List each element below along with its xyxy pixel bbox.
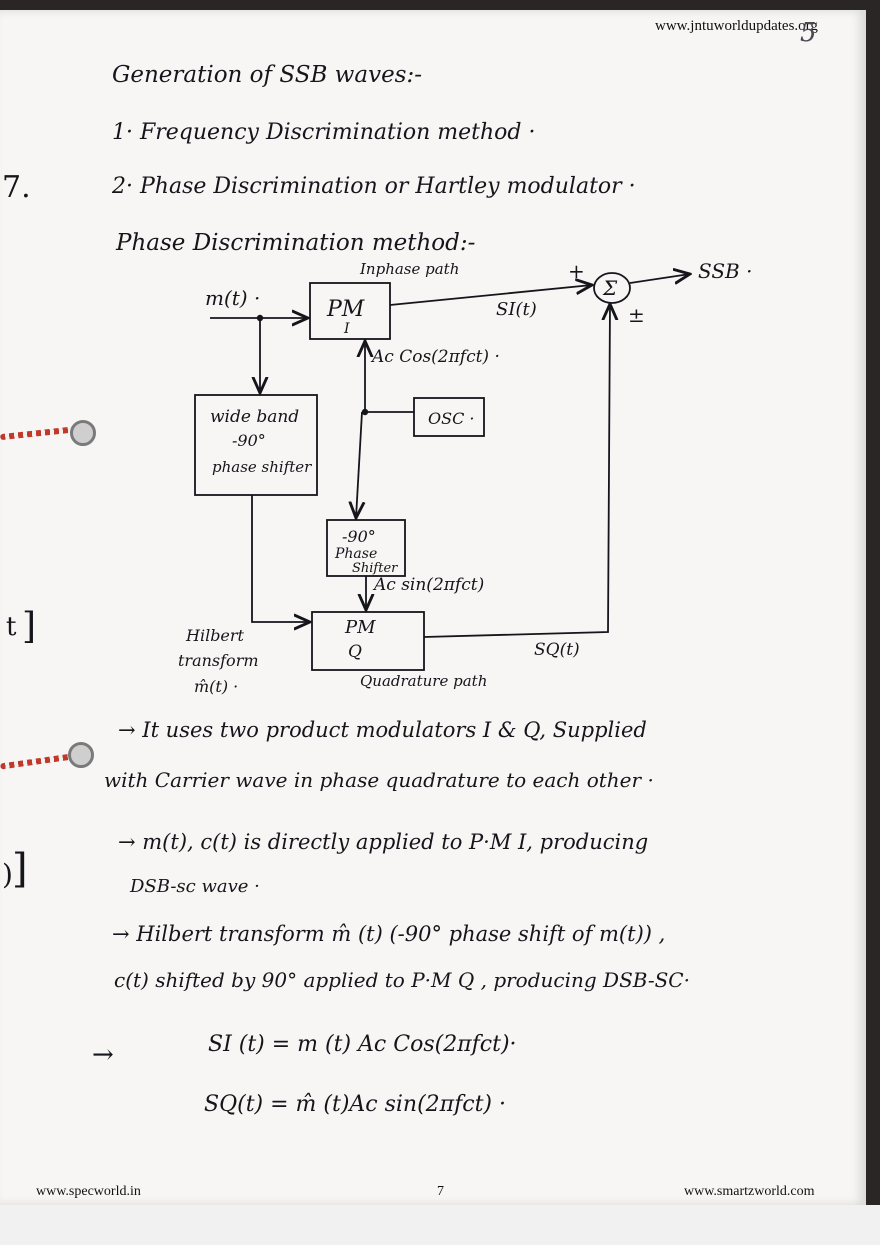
hilbert-line	[251, 495, 310, 622]
ssb-output-line	[629, 274, 690, 283]
pm-i-title: PM	[326, 297, 365, 322]
hilbert-line2: transform	[178, 651, 259, 670]
equation-arrow: →	[92, 1040, 114, 1070]
page-title: Generation of SSB waves:-	[112, 62, 423, 88]
shifter-line3: Shifter	[352, 561, 398, 576]
binder-ring-bottom	[68, 742, 94, 768]
page-bottom-band	[0, 1205, 880, 1245]
ssb-output-label: SSB ·	[698, 259, 752, 283]
margin-t: t	[6, 612, 17, 642]
method-1: 1· Frequency Discrimination method ·	[112, 120, 536, 145]
wideband-line3: phase shifter	[212, 458, 312, 476]
equation-si: SI (t) = m (t) Ac Cos(2πfct)·	[208, 1032, 517, 1057]
note-2-cont: DSB-sc wave ·	[130, 876, 260, 897]
carrier-down	[356, 411, 362, 518]
input-node	[256, 314, 264, 322]
corner-mark: 5	[800, 18, 817, 48]
si-label: SI(t)	[496, 299, 537, 320]
summer-symbol: Σ	[602, 276, 618, 300]
margin-bracket-2: ]	[12, 846, 28, 892]
ssb-block-diagram: Inphase path m(t) · PM I SI(t) Σ + ± SSB…	[178, 259, 752, 696]
note-3-cont: c(t) shifted by 90° applied to P·M Q , p…	[114, 968, 690, 992]
carrier-node	[361, 408, 369, 416]
quadrature-path-label: Quadrature path	[360, 672, 487, 690]
method-2: 2· Phase Discrimination or Hartley modul…	[112, 174, 636, 199]
header-site: www.jntuworldupdates.org	[655, 18, 818, 34]
footer-left-site: www.specworld.in	[36, 1184, 141, 1199]
hilbert-line3: m̂(t) ·	[194, 677, 238, 696]
shifter-line1: -90°	[342, 527, 376, 546]
margin-bracket-1: ]	[22, 606, 37, 647]
plus-top: +	[568, 259, 585, 283]
hilbert-line1: Hilbert	[185, 626, 245, 645]
pm-q-title: PM	[344, 617, 376, 638]
note-1-cont: with Carrier wave in phase quadrature to…	[104, 768, 654, 792]
sq-label: SQ(t)	[534, 640, 580, 660]
sq-line	[423, 304, 610, 638]
binder-ring-top	[70, 420, 96, 446]
pm-i-sub: I	[343, 321, 350, 337]
si-line	[389, 285, 592, 306]
shifter-line2: Phase	[334, 546, 377, 562]
wideband-line1: wide band	[210, 407, 299, 427]
carrier-cos-label: Ac Cos(2πfct) ·	[370, 347, 500, 367]
pm-i-box	[309, 282, 391, 340]
margin-number: 7.	[2, 170, 31, 205]
plus-minus: ±	[628, 303, 645, 327]
inphase-path-label: Inphase path	[359, 260, 459, 278]
input-label: m(t) ·	[205, 286, 260, 310]
equation-sq: SQ(t) = m̂ (t)Ac sin(2πfct) ·	[204, 1092, 507, 1117]
wideband-line2: -90°	[232, 431, 266, 450]
section-heading: Phase Discrimination method:-	[116, 230, 476, 256]
note-3: → Hilbert transform m̂ (t) (-90° phase s…	[112, 922, 666, 946]
pm-q-sub: Q	[348, 642, 362, 662]
page-number: 7	[437, 1184, 444, 1199]
margin-paren: )	[2, 858, 13, 891]
note-2: → m(t), c(t) is directly applied to P·M …	[118, 830, 649, 854]
osc-label: OSC ·	[428, 409, 475, 428]
wideband-box	[194, 394, 318, 496]
footer-right-site: www.smartzworld.com	[684, 1184, 815, 1199]
note-1: → It uses two product modulators I & Q, …	[118, 718, 647, 742]
osc-box	[413, 397, 485, 437]
notebook-page	[0, 10, 866, 1205]
carrier-sin-label: Ac sin(2πfct)	[372, 575, 484, 595]
pm-q-box	[311, 611, 425, 671]
